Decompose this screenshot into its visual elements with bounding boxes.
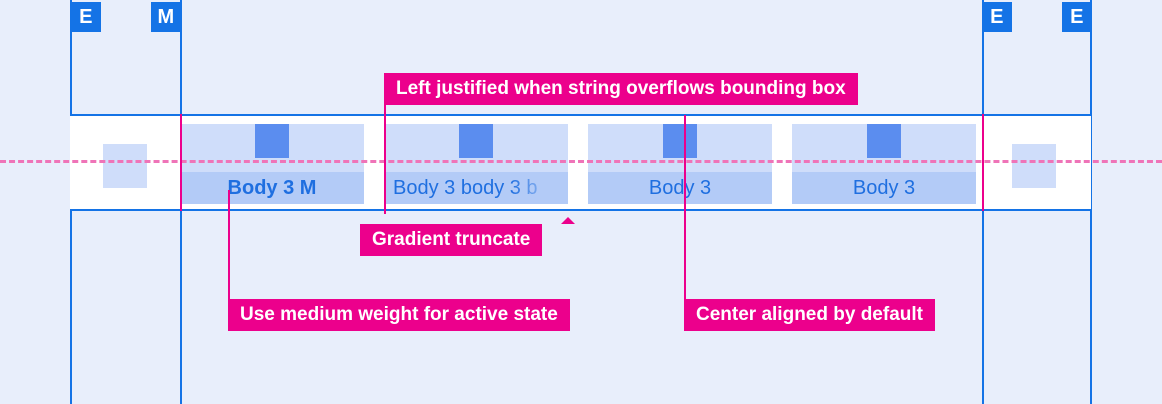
tab-label: Body 3 body 3 b	[393, 177, 538, 199]
baseline-guide	[0, 160, 1162, 163]
tab-body-3-third[interactable]: Body 3	[588, 116, 772, 209]
leader-line-center-aligned	[684, 115, 686, 300]
guide-line-edge-right-outer	[1090, 0, 1092, 404]
leader-line-left-justified	[384, 100, 386, 214]
annotation-gradient-truncate: Gradient truncate	[360, 224, 543, 256]
tab-icon	[663, 124, 697, 158]
tab-body-3-m[interactable]: Body 3 M	[180, 116, 364, 209]
edge-spacer-box	[1012, 144, 1056, 188]
tab-label-band: Body 3 M	[180, 172, 364, 204]
tab-label-band: Body 3	[792, 172, 976, 204]
tab-bar: Body 3 M Body 3 body 3 b Body 3 Body 3	[70, 114, 1091, 211]
tab-icon	[867, 124, 901, 158]
annotation-medium-weight: Use medium weight for active state	[228, 299, 570, 331]
edge-spacer-box	[103, 144, 147, 188]
spec-line-edge-right	[982, 114, 984, 211]
tab-label-band: Body 3	[588, 172, 772, 204]
spec-badge-edge-left: E	[71, 2, 101, 32]
annotation-left-justified: Left justified when string overflows bou…	[384, 73, 858, 105]
tab-label: Body 3	[852, 177, 916, 199]
tab-icon	[255, 124, 289, 158]
tab-body-3-fourth[interactable]: Body 3	[792, 116, 976, 209]
spec-badge-edge-right-inner: E	[982, 2, 1012, 32]
tab-label: Body 3 M	[227, 177, 317, 199]
annotation-notch-gradient-truncate	[561, 217, 575, 224]
tab-label-band: Body 3 body 3 b	[384, 172, 568, 204]
tab-icon	[459, 124, 493, 158]
annotation-center-aligned: Center aligned by default	[684, 299, 935, 331]
spec-badge-edge-right-outer: E	[1062, 2, 1092, 32]
leader-line-medium-weight	[228, 190, 230, 300]
edge-spacer-left	[70, 116, 180, 209]
tab-label: Body 3	[648, 177, 712, 199]
spec-line-margin-left	[180, 114, 182, 211]
spec-badge-margin-left: M	[151, 2, 181, 32]
edge-spacer-right	[979, 116, 1089, 209]
